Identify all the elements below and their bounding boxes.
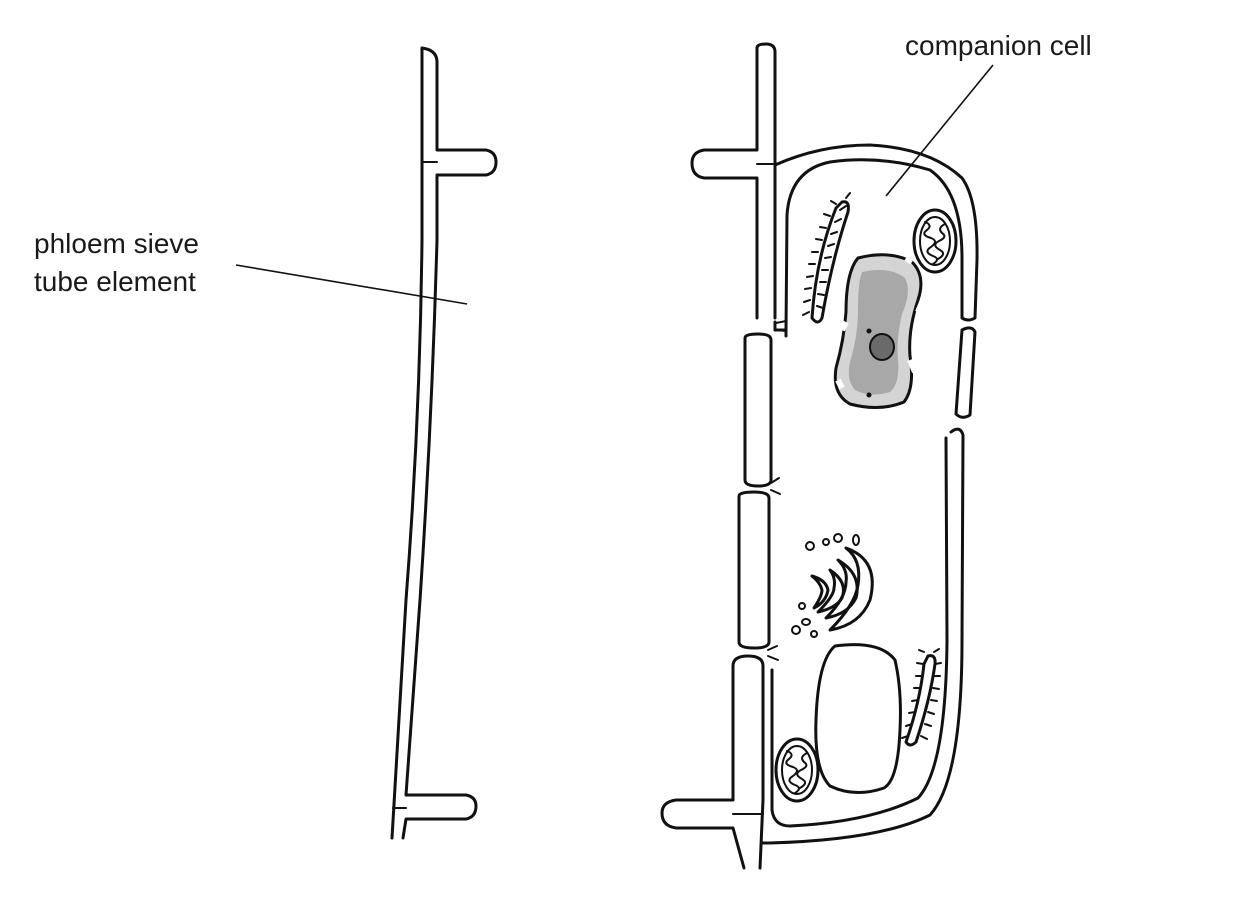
pore-ticks-3: [767, 645, 779, 661]
right-wall-bottom-inner: [731, 654, 765, 870]
sieve-wall-inner: [401, 46, 498, 840]
wall-segment-2: [737, 490, 771, 650]
phloem-label-line-1: phloem sieve: [34, 228, 199, 259]
companion-cell-drawing: [761, 64, 994, 845]
phloem-label-line-2: tube element: [34, 266, 196, 297]
wall-segment-1: [743, 332, 773, 488]
right-wall-bottom-outer: [660, 664, 746, 870]
golgi-apparatus: [791, 533, 874, 638]
pore-ticks-2: [770, 477, 781, 495]
companion-cell-label: companion cell: [905, 30, 1092, 61]
sieve-tube-right-drawing: [660, 42, 787, 870]
companion-wall-bottom-right: [761, 427, 965, 845]
phloem-sieve-tube-drawing: [390, 46, 498, 840]
right-wall-top-outer: [755, 42, 777, 320]
nucleus: [833, 253, 926, 409]
vacuole: [814, 643, 902, 794]
companion-wall-joint: [773, 320, 788, 338]
rough-er-upper: [802, 192, 851, 324]
mitochondrion-bottom: [774, 737, 820, 803]
companion-wall-top: [773, 143, 979, 332]
rough-er-lower: [901, 648, 942, 747]
phloem-sieve-tube-label: phloem sieve tube element: [34, 225, 199, 301]
companion-leader-line: [885, 64, 994, 197]
right-wall-top-inner: [690, 46, 759, 320]
mitochondrion-top: [912, 208, 958, 274]
phloem-leader-line: [235, 264, 468, 305]
sieve-wall-outer-left: [390, 46, 424, 840]
companion-wall-right-segment: [954, 326, 977, 419]
